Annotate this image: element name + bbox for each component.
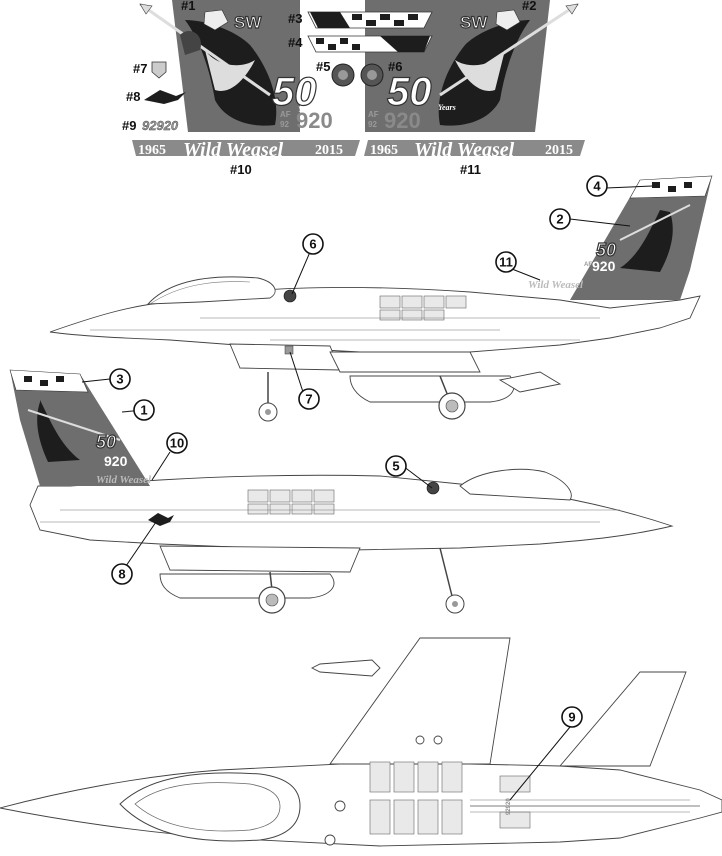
tail-decal-right: SW 50 Years AF 92 920 xyxy=(365,0,579,133)
side-view-left-facing: 50 AF 920 Wild Weasel xyxy=(49,175,713,422)
fifty-text-left: 50 xyxy=(272,70,317,114)
year-text-right: 92 xyxy=(368,120,377,129)
callout-2: 2 xyxy=(549,208,631,230)
decal-tag-5: #5 xyxy=(316,59,330,74)
shield-emblem-7 xyxy=(151,61,167,79)
decal-tag-9: #9 xyxy=(122,118,136,133)
decal-tag-1: #1 xyxy=(181,0,195,13)
callout-7: 7 xyxy=(289,351,320,410)
banner-11-start: 1965 xyxy=(370,143,398,158)
banner-decal-10: 1965 Wild Weasel 2015 xyxy=(132,139,360,161)
callout-3: 3 xyxy=(81,368,131,390)
decal-tag-2: #2 xyxy=(522,0,536,13)
callout-3-label: 3 xyxy=(116,372,123,387)
years-text-left: Years xyxy=(298,105,316,114)
af-text-left: AF xyxy=(280,110,291,119)
af-text-right: AF xyxy=(368,110,379,119)
callout-6: 6 xyxy=(291,233,324,295)
banner-11-title: Wild Weasel xyxy=(414,139,515,161)
callout-11-label: 11 xyxy=(499,255,513,270)
banner-side-2: Wild Weasel xyxy=(96,474,152,486)
callout-4-label: 4 xyxy=(593,179,601,194)
decal-tag-6: #6 xyxy=(388,59,402,74)
callout-8-label: 8 xyxy=(118,567,125,582)
decal-tag-8: #8 xyxy=(126,89,140,104)
tail-number-right: 920 xyxy=(384,108,421,133)
callout-1: 1 xyxy=(121,399,155,421)
wing-letters-left: SW xyxy=(234,13,262,32)
callout-5-label: 5 xyxy=(392,459,399,474)
banner-10-end: 2015 xyxy=(315,143,343,158)
callout-9: 9 xyxy=(509,706,583,801)
tail-fifty-side-2: 50 xyxy=(96,432,116,452)
wing-letters-right: SW xyxy=(460,13,488,32)
decal-tag-11: #11 xyxy=(460,162,481,177)
checker-strip-3 xyxy=(307,11,433,29)
years-text-right: Years xyxy=(438,103,456,112)
callout-7-label: 7 xyxy=(305,392,312,407)
callout-11: 11 xyxy=(495,251,541,281)
callout-6-label: 6 xyxy=(309,237,316,252)
tail-number-side-2: 920 xyxy=(104,453,128,469)
callout-1-label: 1 xyxy=(140,403,147,418)
tail-fifty-side-1: 50 xyxy=(596,240,616,260)
plan-view: 92920 xyxy=(0,637,722,847)
serial-decal-9: 92920 xyxy=(142,118,179,133)
weasel-silhouette-8 xyxy=(144,90,186,104)
tail-number-side-1: 920 xyxy=(592,258,616,274)
fifty-text-right: 50 xyxy=(387,70,432,114)
banner-10-start: 1965 xyxy=(138,143,166,158)
tail-number-left: 920 xyxy=(296,108,333,133)
callout-4: 4 xyxy=(586,175,653,197)
decal-tag-7: #7 xyxy=(133,61,147,76)
callout-9-label: 9 xyxy=(568,710,575,725)
banner-decal-11: 1965 Wild Weasel 2015 xyxy=(364,139,585,161)
decal-tag-10: #10 xyxy=(230,162,252,177)
decal-sheet: SW 50 Years AF 92 920 SW 50 Years AF 92 … xyxy=(122,0,585,177)
banner-side-1: Wild Weasel xyxy=(528,279,584,291)
side-view-right-facing: 50 920 Wild Weasel xyxy=(9,369,674,614)
banner-10-title: Wild Weasel xyxy=(183,139,284,161)
decal-tag-4: #4 xyxy=(288,35,303,50)
tail-decal-left: SW 50 Years AF 92 920 xyxy=(139,0,333,133)
callout-10-label: 10 xyxy=(170,436,184,451)
decal-tag-3: #3 xyxy=(288,11,302,26)
callout-2-label: 2 xyxy=(556,212,563,227)
callout-8: 8 xyxy=(111,521,157,585)
tail-af-side-1: AF xyxy=(584,262,592,268)
banner-11-end: 2015 xyxy=(545,143,573,158)
callout-10: 10 xyxy=(151,432,188,481)
year-text-left: 92 xyxy=(280,120,289,129)
callout-5: 5 xyxy=(385,455,433,489)
plan-serial-decal: 92920 xyxy=(506,798,512,815)
checker-strip-4 xyxy=(307,35,433,53)
